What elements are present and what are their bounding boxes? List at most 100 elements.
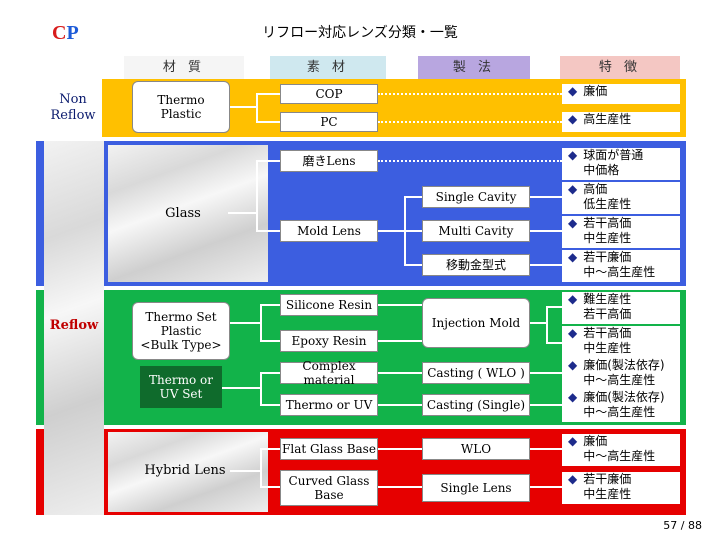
feature-3: ◆球面が普通 中価格 [562,148,680,180]
connector-f-inj-top [546,306,562,308]
connector-hybrid-flat [260,448,280,450]
connector-uv-thermo [260,404,280,406]
feature-1: ◆廉価 [562,84,680,104]
header-substance: 素 材 [270,56,386,80]
category-non-reflow-cell [36,79,102,137]
connector-mold-multi [404,230,422,232]
feature-7-text: 難生産性 若干高価 [583,292,632,321]
connector-flat-wlo [378,448,422,450]
connector-curved-single [378,486,422,488]
feature-10-text: 廉価(製法依存) 中～高生産性 [583,390,665,419]
feature-11-text: 廉価 中～高生産性 [583,434,656,463]
connector-f-wlo [530,448,562,450]
connector-thermo-cast [378,404,422,406]
dotted-polished [378,160,562,162]
connector-f-multi [530,230,562,232]
marble-hybrid [108,432,268,512]
diamond-icon: ◆ [568,472,578,486]
substance-epoxy: Epoxy Resin [280,330,378,352]
method-casting-single: Casting (Single) [422,394,530,416]
page-number: 57 / 88 [663,519,702,532]
connector-f-inj-bot [546,342,562,344]
method-wlo: WLO [422,438,530,460]
diamond-icon: ◆ [568,434,578,448]
connector-glass-polished [256,160,280,162]
page-title: リフロー対応レンズ分類・一覧 [262,25,458,41]
feature-12-text: 若干廉価 中生産性 [583,472,632,501]
connector-mold-single [404,196,422,198]
feature-2-text: 高生産性 [583,112,632,126]
connector-tp [230,106,256,108]
feature-8-text: 若干高価 中生産性 [583,326,632,355]
material-glass: Glass [165,206,201,221]
connector-glass-mold [256,230,280,232]
connector-ts-epoxy [260,340,280,342]
feature-2: ◆ 高生産性 [562,112,680,132]
method-injection: Injection Mold [422,298,530,348]
connector-f-sl [530,486,562,488]
feature-6-text: 若干廉価 中～高生産性 [583,250,656,279]
header-features: 特 徴 [560,56,680,80]
method-casting-wlo: Casting ( WLO ) [422,362,530,384]
connector-hybrid [230,470,260,472]
diamond-icon: ◆ [568,292,578,306]
connector-tp-v [256,93,258,123]
feature-7: ◆ 難生産性 若干高価 [562,292,680,324]
connector-f-csingle [530,404,562,406]
connector-ts-v [260,304,262,342]
connector-ts [230,322,260,324]
header-material: 材 質 [124,56,244,80]
diamond-icon: ◆ [568,112,578,126]
diamond-icon: ◆ [568,358,578,372]
logo-c: C [52,22,67,44]
substance-polished: 磨きLens [280,150,378,172]
connector-uv-v [260,372,262,406]
connector-f-movable [530,264,562,266]
connector-hybrid-v [260,448,262,488]
substance-silicone: Silicone Resin [280,294,378,316]
feature-10: ◆ 廉価(製法依存) 中～高生産性 [562,390,680,422]
connector-tp-pc [256,121,280,123]
substance-flat-glass: Flat Glass Base [280,438,378,460]
connector-glass [228,212,256,214]
feature-9: ◆ 廉価(製法依存) 中～高生産性 [562,358,680,390]
feature-8: ◆ 若干高価 中生産性 [562,326,680,358]
category-non-reflow: Non Reflow [50,92,96,123]
feature-9-text: 廉価(製法依存) 中～高生産性 [583,358,665,387]
logo-p: P [66,22,79,44]
feature-11: ◆ 廉価 中～高生産性 [562,434,680,466]
method-single-cavity: Single Cavity [422,186,530,208]
material-thermo-plastic: Thermo Plastic [132,81,230,133]
dotted-cop [378,93,562,95]
connector-mold [378,230,404,232]
diamond-icon: ◆ [568,326,578,340]
connector-f-inj [530,322,546,324]
method-single-lens: Single Lens [422,474,530,502]
connector-mold-movable [404,264,422,266]
feature-4-text: 高価 低生産性 [583,182,632,211]
feature-5: ◆ 若干高価 中生産性 [562,216,680,248]
substance-pc: PC [280,112,378,132]
substance-cop: COP [280,84,378,104]
logo: CP [52,22,79,45]
feature-6: ◆若干廉価 中～高生産性 [562,250,680,282]
dotted-pc [378,121,562,123]
connector-hybrid-curved [260,486,280,488]
connector-uv-complex [260,372,280,374]
method-multi-cavity: Multi Cavity [422,220,530,242]
connector-silicone-inj [378,304,422,306]
diamond-icon: ◆ [568,216,578,230]
method-movable: 移動金型式 [422,254,530,276]
feature-12: ◆ 若干廉価 中生産性 [562,472,680,504]
feature-5-text: 若干高価 中生産性 [583,216,632,245]
marble-left-column [44,141,104,515]
diamond-icon: ◆ [568,148,578,162]
connector-f-inj-v [546,306,548,342]
diamond-icon: ◆ [568,390,578,404]
material-thermo-uv: Thermo or UV Set [140,366,222,408]
feature-4: ◆ 高価 低生産性 [562,182,680,214]
connector-f-cwlo [530,372,562,374]
diamond-icon: ◆ [568,182,578,196]
feature-1-text: 廉価 [583,84,608,98]
connector-tp-cop [256,93,280,95]
